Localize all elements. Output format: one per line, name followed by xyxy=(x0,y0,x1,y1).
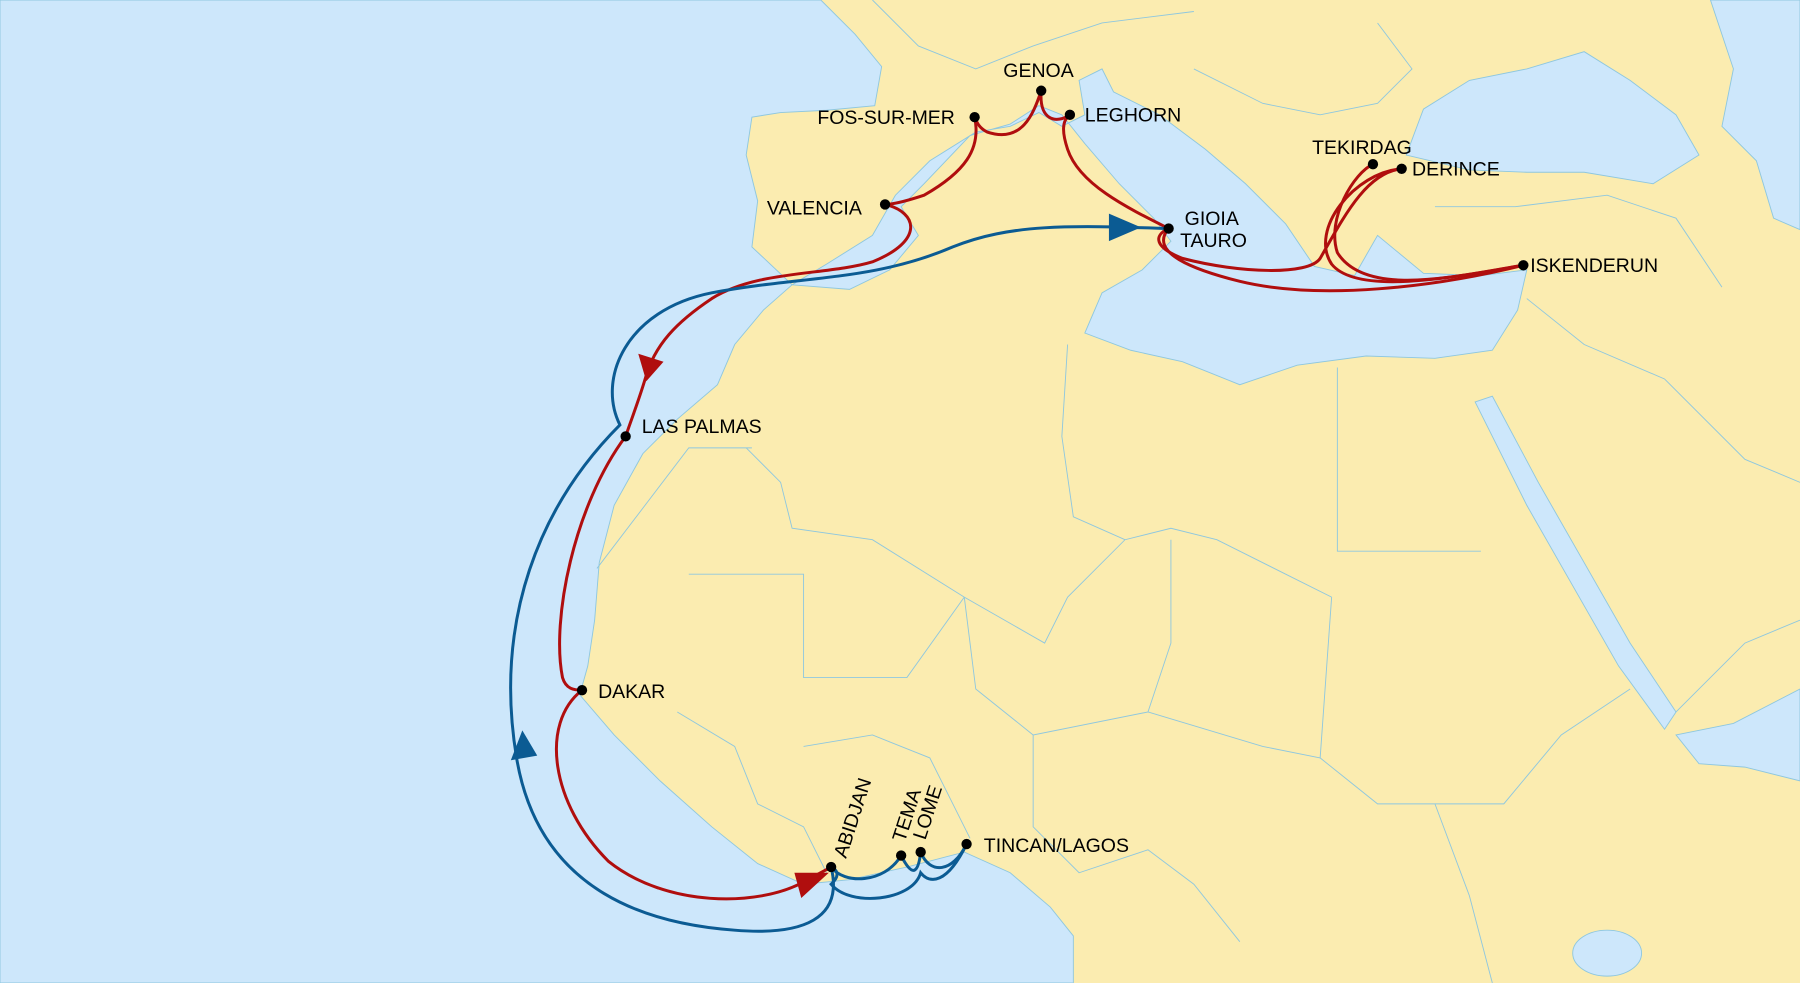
caspian-sea xyxy=(1709,0,1800,231)
port-tema[interactable] xyxy=(895,850,907,861)
port-las-palmas[interactable] xyxy=(620,431,631,442)
gulf-of-aden xyxy=(1675,688,1800,782)
label-valencia: VALENCIA xyxy=(767,198,862,220)
blue-arrow-right-icon xyxy=(1108,213,1142,242)
label-tekirdag: TEKIRDAG xyxy=(1312,137,1412,159)
port-dakar[interactable] xyxy=(576,684,588,696)
red-arrow-down-icon xyxy=(638,353,664,382)
label-dakar: DAKAR xyxy=(598,681,665,703)
label-las-palmas: LAS PALMAS xyxy=(642,416,762,438)
label-tincan-lagos: TINCAN/LAGOS xyxy=(984,835,1129,857)
label-derince: DERINCE xyxy=(1412,159,1500,181)
port-derince[interactable] xyxy=(1396,163,1407,174)
port-lome[interactable] xyxy=(915,846,926,858)
label-genoa: GENOA xyxy=(1003,60,1073,82)
port-tincan-lagos[interactable] xyxy=(961,838,972,850)
port-genoa[interactable] xyxy=(1036,85,1047,96)
label-fos-sur-mer: FOS-SUR-MER xyxy=(817,107,955,129)
red-arrow-right-icon xyxy=(794,872,829,899)
red-route xyxy=(554,90,1524,901)
black-sea xyxy=(1405,51,1700,185)
port-iskenderun[interactable] xyxy=(1518,260,1529,271)
port-tekirdag[interactable] xyxy=(1367,159,1379,170)
port-leghorn[interactable] xyxy=(1064,109,1076,121)
label-gioia: GIOIA xyxy=(1185,208,1239,230)
atlantic-ocean xyxy=(0,0,1074,983)
port-labels: GENOA FOS-SUR-MER LEGHORN VALENCIA GIOIA… xyxy=(598,60,1658,861)
port-fos-sur-mer[interactable] xyxy=(969,111,980,123)
label-iskenderun: ISKENDERUN xyxy=(1530,255,1658,277)
lake xyxy=(1572,929,1643,977)
label-tauro: TAURO xyxy=(1180,230,1247,252)
port-valencia[interactable] xyxy=(879,199,891,210)
port-gioia-tauro[interactable] xyxy=(1163,223,1174,234)
port-abidjan[interactable] xyxy=(825,861,837,873)
label-leghorn: LEGHORN xyxy=(1085,105,1181,127)
blue-arrow-up-icon xyxy=(510,730,538,761)
country-borders xyxy=(596,0,1800,983)
blue-route xyxy=(509,213,1169,933)
ports xyxy=(576,85,1529,873)
